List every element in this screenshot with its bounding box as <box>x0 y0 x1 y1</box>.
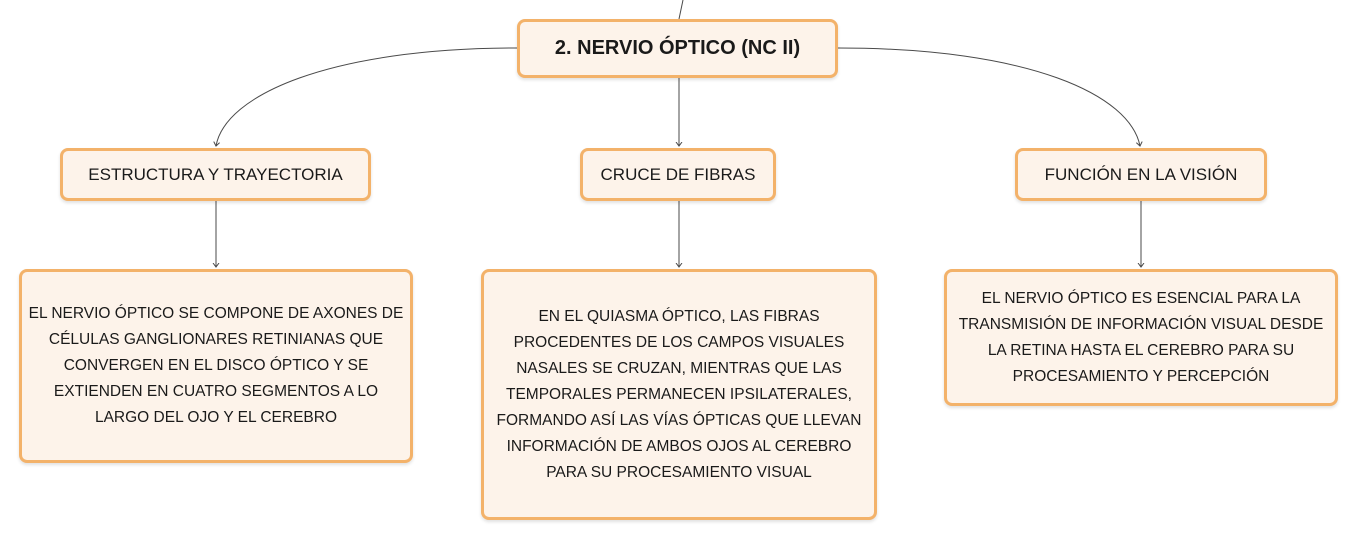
detail-node-function[interactable]: EL NERVIO ÓPTICO ES ESENCIAL PARA LA TRA… <box>944 269 1338 406</box>
root-label: 2. NERVIO ÓPTICO (NC II) <box>554 37 801 59</box>
connector-root-to-structure <box>216 47 518 146</box>
detail-text: EN EL QUIASMA ÓPTICO, LAS FIBRAS PROCEDE… <box>496 307 862 481</box>
incoming-connector <box>678 0 684 20</box>
branch-label: CRUCE DE FIBRAS <box>600 164 756 184</box>
branch-label: ESTRUCTURA Y TRAYECTORIA <box>88 164 343 184</box>
root-node[interactable]: 2. NERVIO ÓPTICO (NC II) <box>517 19 838 78</box>
branch-node-crossing[interactable]: CRUCE DE FIBRAS <box>580 148 776 201</box>
branch-label: FUNCIÓN EN LA VISIÓN <box>1044 164 1238 184</box>
detail-text: EL NERVIO ÓPTICO SE COMPONE DE AXONES DE… <box>28 305 404 426</box>
detail-node-crossing[interactable]: EN EL QUIASMA ÓPTICO, LAS FIBRAS PROCEDE… <box>481 269 877 520</box>
branch-node-structure[interactable]: ESTRUCTURA Y TRAYECTORIA <box>60 148 371 201</box>
detail-node-structure[interactable]: EL NERVIO ÓPTICO SE COMPONE DE AXONES DE… <box>19 269 413 463</box>
connector-root-to-function <box>837 47 1140 146</box>
branch-node-function[interactable]: FUNCIÓN EN LA VISIÓN <box>1015 148 1267 201</box>
detail-text: EL NERVIO ÓPTICO ES ESENCIAL PARA LA TRA… <box>958 289 1324 385</box>
